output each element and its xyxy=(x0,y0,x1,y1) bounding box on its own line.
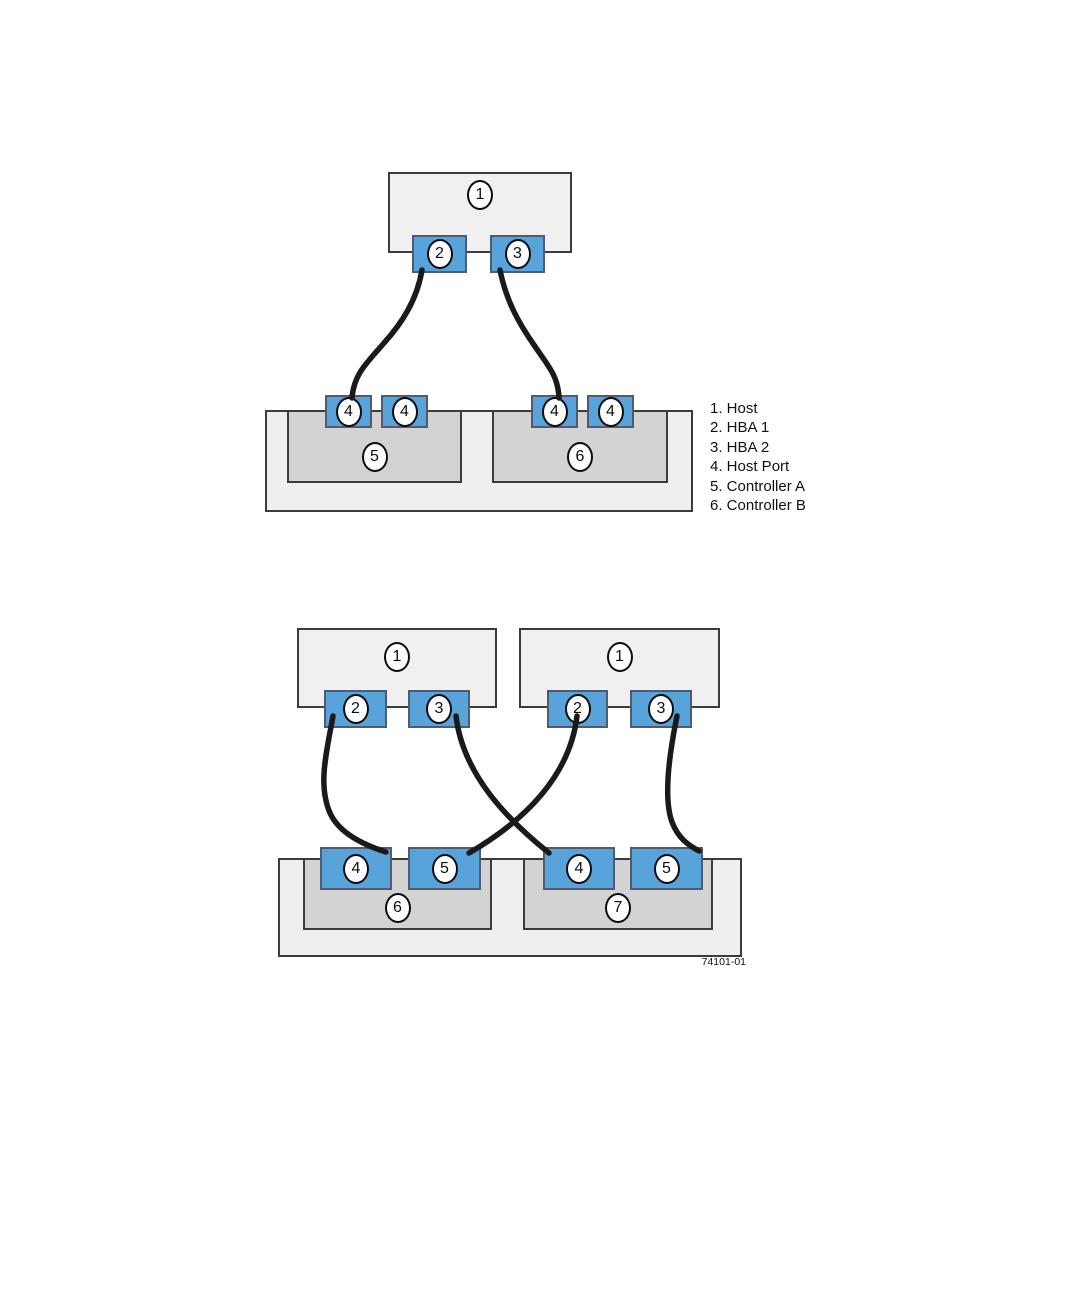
legend-item: 2. HBA 1 xyxy=(710,419,770,437)
d2-port-c1p2-callout: 5 xyxy=(431,853,458,884)
d2-controller1-callout: 6 xyxy=(384,893,411,923)
legend-item: 1. Host xyxy=(710,400,758,417)
d2-host1-hba2-callout: 3 xyxy=(426,694,452,724)
d2-host2-hba1-callout: 2 xyxy=(564,694,591,724)
d2-port-c1p2-box: 5 xyxy=(408,847,481,890)
d1-port-b2-callout: 4 xyxy=(597,396,624,427)
d1-port-b1-callout: 4 xyxy=(541,396,568,427)
d2-host2-callout: 1 xyxy=(606,642,633,672)
d1-controller-b-box: 6 xyxy=(492,410,668,483)
d2-host1-hba1-callout: 2 xyxy=(342,694,369,724)
d1-hba1-callout: 2 xyxy=(426,239,453,269)
d1-port-a2-callout: 4 xyxy=(391,396,418,427)
d2-port-c1p1-box: 4 xyxy=(320,847,392,890)
d2-port-c1p1-callout: 4 xyxy=(343,853,369,884)
d2-port-c2p2-callout: 5 xyxy=(653,853,680,884)
legend-item: 3. HBA 2 xyxy=(710,438,770,456)
d2-host1-callout: 1 xyxy=(384,642,410,672)
d1-port-a1-callout: 4 xyxy=(335,396,362,427)
d1-host-callout: 1 xyxy=(467,180,493,210)
d2-host2-hba2-callout: 3 xyxy=(648,694,674,724)
d2-host2-hba2-box: 3 xyxy=(630,690,692,728)
d1-hba2-callout: 3 xyxy=(504,239,531,269)
d1-port-a1-box: 4 xyxy=(325,395,372,428)
d2-cable-host1-hba1-to-controller1 xyxy=(321,713,389,855)
d1-controller-b-callout: 6 xyxy=(567,442,593,472)
d2-port-c2p2-box: 5 xyxy=(630,847,703,890)
d1-port-a2-box: 4 xyxy=(381,395,428,428)
d2-host2-hba1-box: 2 xyxy=(547,690,608,728)
d1-cable-hba1-to-controller-a xyxy=(349,267,425,401)
d1-hba1-box: 2 xyxy=(412,235,467,273)
d2-host1-hba2-box: 3 xyxy=(408,690,470,728)
d1-cable-hba2-to-controller-b xyxy=(497,267,562,401)
d1-controller-a-callout: 5 xyxy=(361,442,388,472)
d1-port-b1-box: 4 xyxy=(531,395,578,428)
legend: 1. Host 2. HBA 1 3. HBA 2 4. Host Port 5… xyxy=(710,399,806,515)
d2-cable-host2-hba2-to-controller2 xyxy=(664,713,702,854)
d2-cable-host2-hba1-to-controller1 xyxy=(466,713,580,856)
d1-controller-a-box: 5 xyxy=(287,410,462,483)
legend-item: 5. Controller A xyxy=(710,477,806,495)
d2-port-c2p1-box: 4 xyxy=(543,847,615,890)
d2-port-c2p1-callout: 4 xyxy=(566,853,592,884)
d2-cable-host1-hba2-to-controller2 xyxy=(453,713,552,856)
figure-number-label: 74101-01 xyxy=(701,956,746,968)
d1-hba2-box: 3 xyxy=(490,235,545,273)
d2-host1-hba1-box: 2 xyxy=(324,690,387,728)
legend-item: 6. Controller B xyxy=(710,497,806,515)
legend-item: 4. Host Port xyxy=(710,458,790,476)
d1-port-b2-box: 4 xyxy=(587,395,634,428)
d2-controller2-callout: 7 xyxy=(605,893,631,923)
